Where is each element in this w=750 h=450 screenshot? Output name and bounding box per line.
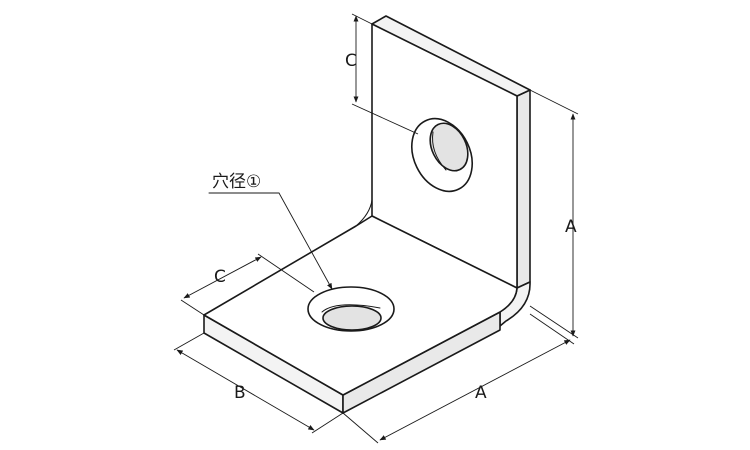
ext-line-a-height-top <box>529 89 579 115</box>
upper-hole <box>411 117 473 193</box>
dim-c-vertical: C <box>345 13 419 135</box>
ext-line-a-height-bottom <box>529 305 579 339</box>
upper-hole-inner <box>429 122 469 172</box>
dim-line-a-depth <box>379 339 571 441</box>
vertical-plate-side <box>516 89 531 289</box>
ext-line-b-right <box>311 412 344 434</box>
hole-diameter-label: 穴径① <box>212 172 261 192</box>
ext-line-a-depth-left <box>342 412 379 444</box>
ext-line-a-depth-right <box>529 313 575 345</box>
dim-a-depth: A <box>342 313 575 444</box>
lower-hole <box>307 286 395 332</box>
hole-diameter-callout: 穴径① <box>208 172 333 290</box>
dim-b: B <box>173 332 344 434</box>
lower-hole-inner <box>322 305 382 331</box>
ext-line-c-bottom <box>351 103 419 135</box>
ext-line-c-top <box>351 13 373 25</box>
dim-a-height-label: A <box>565 217 577 237</box>
callout-leader <box>278 192 333 290</box>
bracket-body <box>203 15 531 414</box>
ext-line-c2-left <box>180 299 205 316</box>
dim-c-horizontal: C <box>180 253 315 316</box>
dim-c-horizontal-label: C <box>214 267 226 287</box>
ext-line-c2-right <box>257 253 315 293</box>
dim-line-b <box>176 349 315 431</box>
dim-b-label: B <box>234 383 246 403</box>
upper-hole-wall <box>432 131 447 171</box>
dim-a-height: A <box>529 89 579 339</box>
ext-line-b-left <box>173 332 205 351</box>
lower-hole-wall <box>321 304 381 313</box>
dim-c-vertical-label: C <box>345 51 357 71</box>
dim-line-c-horizontal <box>183 256 262 299</box>
dim-a-depth-label: A <box>475 383 487 403</box>
